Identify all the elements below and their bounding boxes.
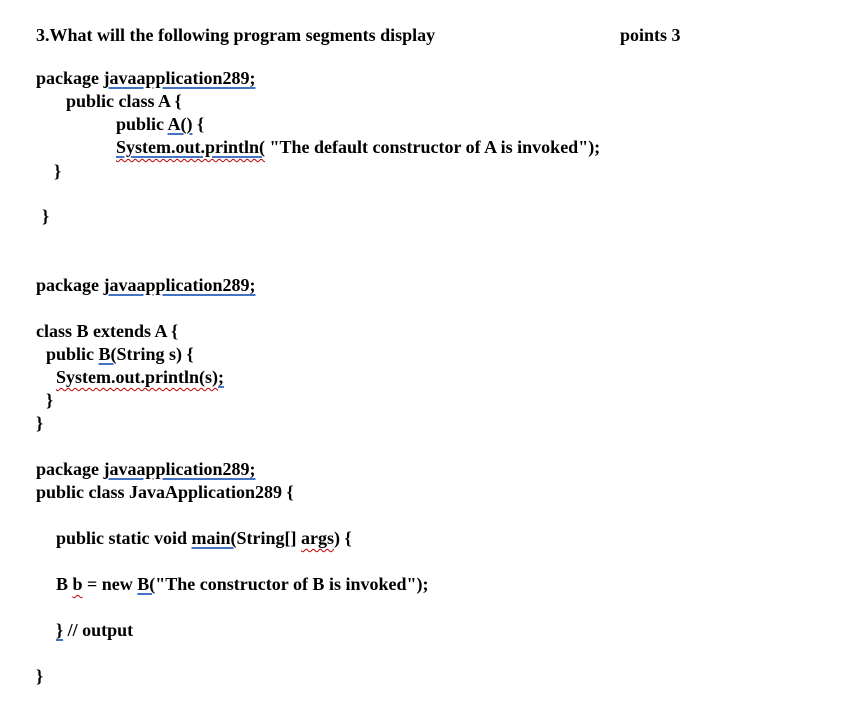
segment-a-ctor-line: public A() { bbox=[116, 113, 204, 135]
segment-c-stmt-line: B b = new B("The constructor of B is inv… bbox=[56, 573, 428, 595]
ctor-modifier: public bbox=[116, 114, 168, 134]
segment-b-ctor-line: public B(String s) { bbox=[46, 343, 194, 365]
ctor-modifier: public bbox=[46, 344, 99, 364]
question-points: points 3 bbox=[620, 25, 681, 45]
print-semicolon: ; bbox=[218, 367, 225, 387]
segment-b-package-line: package javaapplication289; bbox=[36, 274, 256, 296]
package-keyword: package bbox=[36, 68, 104, 88]
main-brace: ) { bbox=[334, 528, 352, 548]
segment-c-close-main-line: } // output bbox=[56, 619, 133, 641]
close-main-brace: } bbox=[56, 620, 64, 640]
segment-c-main-line: public static void main(String[] args) { bbox=[56, 527, 352, 549]
print-call: System.out.println(s) bbox=[56, 367, 219, 387]
print-argument: "The default constructor of A is invoked… bbox=[265, 137, 601, 157]
package-name: javaapplication289; bbox=[103, 459, 256, 479]
package-keyword: package bbox=[36, 275, 104, 295]
stmt-ctor: B( bbox=[137, 574, 156, 594]
ctor-brace: { bbox=[192, 114, 205, 134]
ctor-name: A() bbox=[167, 114, 193, 134]
segment-b-close-ctor: } bbox=[46, 390, 54, 410]
main-param-type: String[] bbox=[236, 528, 302, 548]
package-name: javaapplication289; bbox=[103, 275, 256, 295]
output-comment: // output bbox=[63, 620, 134, 640]
segment-a-package-line: package javaapplication289; bbox=[36, 67, 256, 89]
segment-a-print-line: System.out.println( "The default constru… bbox=[116, 136, 600, 158]
stmt-arg: "The constructor of B is invoked"); bbox=[155, 574, 429, 594]
segment-a-close-class: } bbox=[42, 206, 50, 226]
segment-a-class-line: public class A { bbox=[66, 91, 182, 111]
package-name: javaapplication289; bbox=[103, 68, 256, 88]
main-args: args bbox=[301, 528, 335, 548]
print-call: System.out.println( bbox=[116, 137, 266, 157]
ctor-name: B( bbox=[98, 344, 117, 364]
segment-b-class-line: class B extends A { bbox=[36, 321, 179, 341]
segment-c-close-class: } bbox=[36, 666, 44, 686]
stmt-var: b bbox=[72, 574, 83, 594]
segment-b-close-class: } bbox=[36, 413, 44, 433]
question-title: 3.What will the following program segmen… bbox=[36, 25, 436, 45]
segment-a-close-ctor: } bbox=[54, 161, 62, 181]
segment-b-print-line: System.out.println(s); bbox=[56, 366, 224, 388]
main-name: main( bbox=[191, 528, 237, 548]
segment-c-package-line: package javaapplication289; bbox=[36, 458, 256, 480]
package-keyword: package bbox=[36, 459, 104, 479]
main-modifiers: public static void bbox=[56, 528, 192, 548]
ctor-params: String s) { bbox=[116, 344, 194, 364]
stmt-type: B bbox=[56, 574, 73, 594]
segment-c-class-line: public class JavaApplication289 { bbox=[36, 482, 294, 502]
stmt-new: = new bbox=[82, 574, 138, 594]
